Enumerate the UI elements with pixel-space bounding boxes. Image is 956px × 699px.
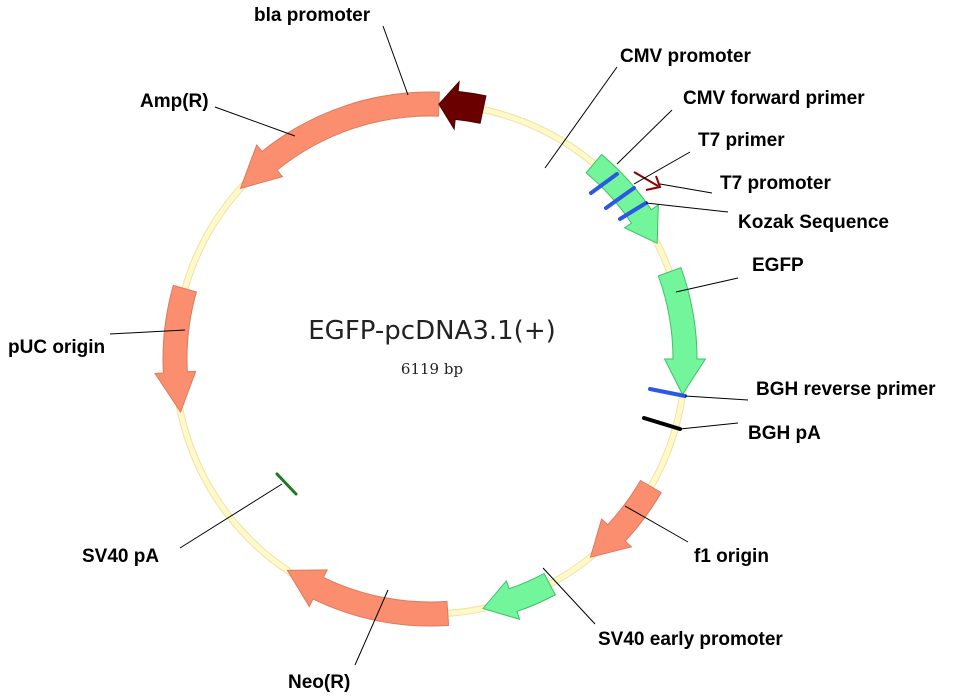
bla-promoter-leader xyxy=(382,25,409,96)
sv40-early-promoter-arrow xyxy=(482,572,557,621)
leader-lines xyxy=(109,25,749,666)
label-puc-origin: pUC origin xyxy=(8,337,105,358)
puc-origin-arrow xyxy=(154,284,198,414)
label-f1-origin: f1 origin xyxy=(694,546,769,567)
kozak-sequence-leader xyxy=(645,202,729,213)
plasmid-size: 6119 bp xyxy=(401,360,463,378)
label-sv40-early-promoter: SV40 early promoter xyxy=(598,629,783,650)
feature-arrows xyxy=(154,80,707,627)
neo-r-arrow xyxy=(286,569,450,627)
bgh-pa-leader xyxy=(679,422,739,430)
t7-primer-leader xyxy=(633,151,691,185)
label-sv40-pa: SV40 pA xyxy=(82,546,159,567)
label-cmv-promoter: CMV promoter xyxy=(620,46,752,67)
f1-origin-leader xyxy=(624,505,689,543)
label-t7-promoter: T7 promoter xyxy=(720,173,831,194)
bgh-reverse-primer-leader xyxy=(684,395,749,401)
cmv-promoter-leader xyxy=(544,66,618,169)
label-neo-r: Neo(R) xyxy=(288,672,350,693)
cmv-forward-primer-bar xyxy=(589,172,619,195)
f1-origin-arrow xyxy=(589,479,662,558)
sv40-pa-bar xyxy=(275,472,298,496)
label-amp-r: Amp(R) xyxy=(140,91,209,112)
label-bgh-reverse-primer: BGH reverse primer xyxy=(756,379,936,400)
label-cmv-forward-primer: CMV forward primer xyxy=(683,88,865,109)
egfp-arrow xyxy=(657,267,707,396)
t7-promoter-leader xyxy=(659,183,713,194)
sv40-pa-leader xyxy=(179,483,283,549)
feature-labels: bla promoter Amp(R) CMV promoter CMV for… xyxy=(8,5,936,693)
kozak-sequence-bar xyxy=(618,201,648,221)
t7-promoter-bent-arrow-icon xyxy=(633,171,662,191)
cmv-forward-primer-leader xyxy=(616,109,673,165)
sv40-early-promoter-leader xyxy=(542,567,596,625)
label-bla-promoter: bla promoter xyxy=(254,5,371,26)
plasmid-name: EGFP-pcDNA3.1(+) xyxy=(308,316,556,346)
label-t7-primer: T7 primer xyxy=(698,130,785,151)
bgh-reverse-primer-bar xyxy=(648,387,687,398)
bgh-pa-bar xyxy=(642,416,682,431)
label-egfp: EGFP xyxy=(752,255,804,276)
site-markers xyxy=(275,171,687,496)
amp-r-leader xyxy=(214,106,296,137)
bla-promoter-arrow xyxy=(438,80,487,131)
amp-r-arrow xyxy=(239,91,440,190)
egfp-leader xyxy=(675,277,739,293)
label-bgh-pa: BGH pA xyxy=(748,423,821,444)
puc-origin-leader xyxy=(109,329,186,335)
neo-r-leader xyxy=(354,589,389,666)
t7-primer-bar xyxy=(604,186,636,210)
cmv-promoter-arrow xyxy=(585,153,659,245)
label-kozak-sequence: Kozak Sequence xyxy=(738,212,889,233)
